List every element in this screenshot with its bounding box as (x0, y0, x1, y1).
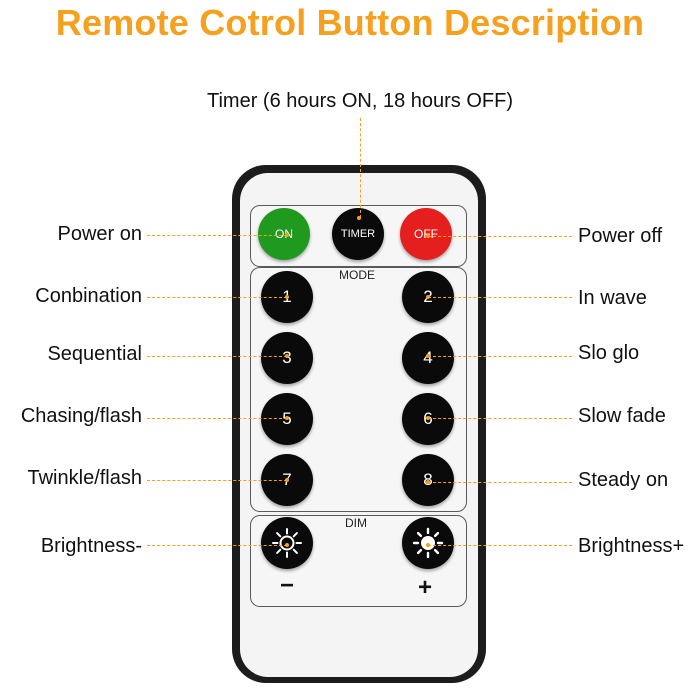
leader-brightness-minus-dot (285, 543, 289, 547)
label-mode-8: Steady on (578, 469, 669, 491)
minus-sign: − (280, 572, 295, 599)
leader-mode-2-dot (426, 295, 430, 299)
leader-power-on-dot (285, 233, 289, 237)
leader-mode-8 (428, 482, 572, 483)
mode-title: MODE (330, 268, 384, 282)
page-title: Remote Cotrol Button Description (55, 2, 645, 43)
plus-sign: + (418, 574, 433, 601)
label-mode-5: Chasing/flash (20, 405, 142, 427)
leader-power-off (428, 236, 572, 237)
leader-mode-1-dot (285, 295, 289, 299)
label-mode-4: Slo glo (578, 342, 640, 364)
label-mode-6: Slow fade (578, 405, 666, 427)
leader-mode-5-dot (285, 416, 289, 420)
leader-power-on (147, 235, 287, 236)
mode-button-3[interactable]: 3 (261, 332, 313, 384)
leader-mode-4 (428, 356, 572, 357)
leader-mode-6 (428, 418, 572, 419)
sun-outline-icon (272, 528, 302, 558)
leader-mode-6-dot (426, 416, 430, 420)
timer-label: Timer (6 hours ON, 18 hours OFF) (207, 90, 513, 112)
leader-mode-8-dot (426, 480, 430, 484)
on-button-label: ON (275, 227, 293, 241)
mode-button-4-label: 4 (423, 348, 432, 368)
dim-title: DIM (336, 516, 376, 530)
leader-mode-4-dot (426, 354, 430, 358)
label-brightness-plus: Brightness+ (578, 535, 685, 557)
leader-mode-1 (147, 297, 287, 298)
label-mode-3: Sequential (47, 343, 142, 365)
leader-mode-7-dot (285, 478, 289, 482)
label-mode-1: Conbination (35, 285, 142, 307)
leader-power-off-dot (426, 234, 430, 238)
mode-button-8-label: 8 (423, 470, 432, 490)
leader-brightness-minus (147, 545, 287, 546)
label-mode-7: Twinkle/flash (27, 467, 143, 489)
leader-mode-7 (147, 480, 287, 481)
timer-leader-dot (357, 216, 361, 220)
leader-brightness-plus (428, 545, 572, 546)
mode-button-3-label: 3 (282, 348, 291, 368)
leader-brightness-plus-dot (426, 543, 430, 547)
mode-button-4[interactable]: 4 (402, 332, 454, 384)
label-brightness-minus: Brightness- (40, 535, 142, 557)
label-power-on: Power on (57, 223, 143, 245)
label-power-off: Power off (578, 225, 663, 247)
brightness-plus-button[interactable] (402, 517, 454, 569)
leader-mode-3 (147, 356, 287, 357)
leader-mode-3-dot (285, 354, 289, 358)
label-mode-2: In wave (578, 287, 647, 309)
timer-leader (360, 118, 361, 218)
leader-mode-5 (147, 418, 287, 419)
on-button[interactable]: ON (258, 208, 310, 260)
timer-button-label: TIMER (340, 228, 376, 240)
leader-mode-2 (428, 297, 572, 298)
